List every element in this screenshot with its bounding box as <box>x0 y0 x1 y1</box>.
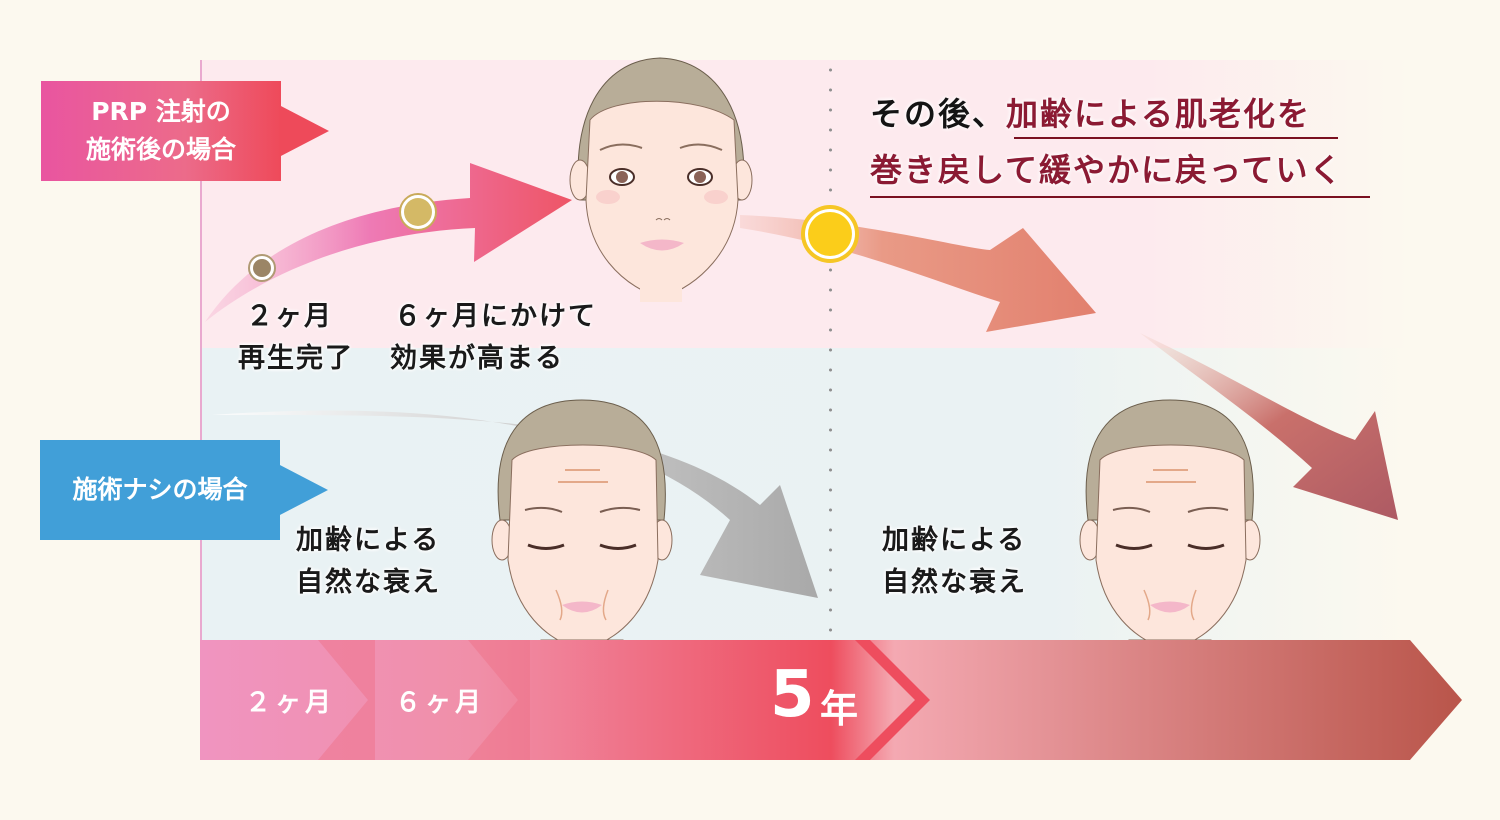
aged-face-illustration-middle <box>491 399 673 671</box>
milestone-caption-2m: ２ヶ月 再生完了 <box>238 296 354 380</box>
caption-line: 加齢による <box>882 525 1027 556</box>
timeline-step-5-years-number: 5 <box>770 658 815 732</box>
aged-face-illustration-right <box>1079 399 1261 671</box>
tag-pointer-icon <box>279 105 329 157</box>
caption-line: 自然な衰え <box>882 567 1027 598</box>
headline-emphasis-1: 加齢による肌老化を <box>1006 95 1312 133</box>
no-treatment-tag: 施術ナシの場合 <box>40 440 328 540</box>
natural-aging-caption-2: 加齢による 自然な衰え <box>882 520 1027 604</box>
headline: その後、加齢による肌老化を 巻き戻して緩やかに戻っていく <box>870 86 1380 198</box>
decline-arrow-gray <box>212 410 818 598</box>
headline-prefix: その後、 <box>870 95 1007 133</box>
headline-emphasis-2: 巻き戻して緩やかに戻っていく <box>870 151 1344 189</box>
milestone-6m-desc: 効果が高まる <box>390 343 564 374</box>
milestone-2m-title: ２ヶ月 <box>246 301 333 332</box>
young-face-illustration <box>569 57 753 302</box>
five-year-divider <box>829 60 832 640</box>
milestone-6m-title: ６ヶ月にかけて <box>394 301 597 332</box>
headline-underline-2 <box>870 196 1370 198</box>
milestone-caption-6m: ６ヶ月にかけて 効果が高まる <box>390 296 597 380</box>
timeline-bar: ２ヶ月 ６ヶ月 5 年 <box>200 640 1462 760</box>
tag-pointer-icon <box>278 464 328 516</box>
vertical-axis-line <box>200 60 202 640</box>
prp-case-tag-line2: 施術後の場合 <box>85 135 236 164</box>
natural-aging-caption-1: 加齢による 自然な衰え <box>296 520 441 604</box>
timeline-step-2-months: ２ヶ月 <box>245 688 336 718</box>
caption-line: 自然な衰え <box>296 567 441 598</box>
caption-line: 加齢による <box>296 525 441 556</box>
no-treatment-tag-label: 施術ナシの場合 <box>72 475 248 504</box>
milestone-2m-desc: 再生完了 <box>238 343 354 374</box>
prp-case-tag: PRP 注射の 施術後の場合 <box>41 81 329 181</box>
improvement-arrow <box>205 163 572 322</box>
timeline-step-6-months: ６ヶ月 <box>395 688 486 718</box>
headline-underline-1 <box>1014 137 1338 139</box>
prp-case-tag-line1: PRP 注射の <box>91 97 231 126</box>
timeline-step-5-years-unit: 年 <box>820 687 859 731</box>
gentle-decline-arrow <box>740 215 1096 332</box>
gentle-decline-arrow-2 <box>1140 333 1398 520</box>
